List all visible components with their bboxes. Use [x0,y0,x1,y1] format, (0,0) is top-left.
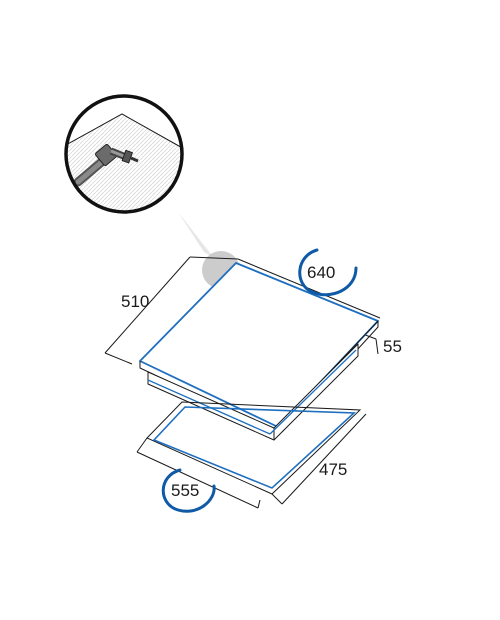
dimension-depth-top: 510 [121,292,149,311]
cutout-outer [146,401,362,495]
swoosh-555 [161,468,216,513]
dimension-cutout-width: 555 [171,481,199,500]
cutout-inner [152,406,356,489]
dimension-height: 55 [383,337,402,356]
dimension-cutout-depth: 475 [319,460,347,479]
hob-glass-top [139,262,379,428]
detail-pointer [178,212,214,258]
countertop-section [66,114,182,212]
connection-detail [64,94,240,289]
hob [104,256,381,441]
worktop-cutout [136,401,367,509]
detail-magnifier-circle [64,94,184,214]
gas-connector-icon [73,144,139,187]
dimension-width-top: 640 [307,263,335,282]
swoosh-640 [298,248,358,297]
